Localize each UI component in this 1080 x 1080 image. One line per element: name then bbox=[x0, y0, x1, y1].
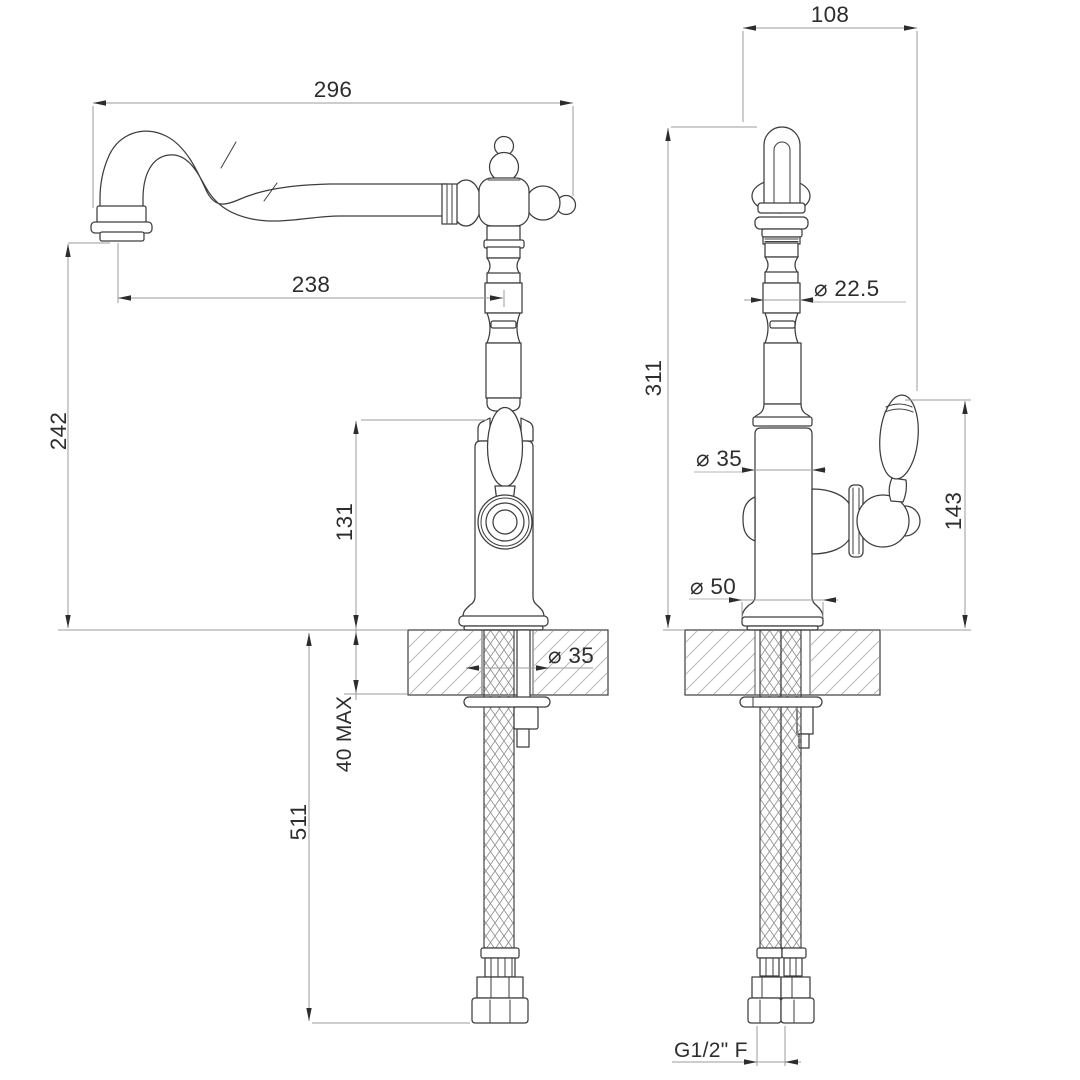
side-body bbox=[741, 427, 824, 631]
spout bbox=[99, 130, 448, 222]
hose-nut-large bbox=[471, 997, 529, 1024]
dim-base-diameter-label: ⌀ 50 bbox=[690, 574, 736, 599]
base-plate bbox=[458, 615, 549, 627]
dim-spout-diameter: ⌀ 22.5 bbox=[744, 276, 906, 303]
dim-overall-height-label: 311 bbox=[641, 360, 666, 397]
dim-deck-hole-diameter: ⌀ 35 bbox=[466, 643, 594, 671]
mounting-nut bbox=[513, 706, 539, 730]
lever-grip bbox=[879, 394, 919, 480]
hose-nut-small bbox=[476, 976, 524, 999]
dim-spout-to-axis: 238 bbox=[117, 243, 505, 307]
side-handle bbox=[811, 394, 921, 558]
front-hose-assembly bbox=[463, 629, 551, 1024]
dim-spout-diameter-label: ⌀ 22.5 bbox=[814, 276, 879, 301]
dimensions: 296 238 242 131 40 MAX bbox=[46, 2, 971, 1066]
side-benchtop bbox=[684, 629, 881, 696]
dim-deck-hole-diameter-label: ⌀ 35 bbox=[548, 643, 594, 668]
dim-body-diameter-label: ⌀ 35 bbox=[696, 446, 742, 471]
front-handle bbox=[477, 406, 533, 550]
side-column bbox=[752, 202, 813, 427]
dim-spout-reach-label: 296 bbox=[314, 77, 352, 102]
dim-spout-to-axis-label: 238 bbox=[292, 272, 330, 297]
dim-connection-thread: G1/2" F bbox=[672, 1026, 801, 1066]
dim-deck-thickness-label: 40 MAX bbox=[333, 696, 356, 773]
side-spout-loop bbox=[751, 126, 811, 214]
dim-spout-reach: 296 bbox=[92, 77, 574, 208]
spout-aerator bbox=[90, 205, 153, 242]
dim-handle-height-label: 131 bbox=[332, 503, 357, 541]
dim-lever-height-label: 143 bbox=[941, 492, 966, 530]
dim-overall-height: 311 bbox=[641, 126, 757, 631]
side-hose-assembly bbox=[739, 629, 823, 1024]
mounting-washer-side bbox=[739, 696, 823, 708]
dim-outlet-height: 242 bbox=[46, 242, 408, 631]
base-plate-side bbox=[741, 616, 824, 627]
front-column bbox=[483, 225, 525, 412]
dim-hose-drop: 511 bbox=[286, 633, 470, 1024]
dim-hose-drop-label: 511 bbox=[286, 804, 311, 841]
dim-connection-thread-label: G1/2" F bbox=[674, 1039, 748, 1062]
mounting-washer bbox=[463, 696, 551, 708]
dim-lever-height: 143 bbox=[880, 399, 971, 631]
dim-top-offset-label: 108 bbox=[811, 2, 849, 27]
dim-top-offset: 108 bbox=[742, 2, 918, 391]
side-view bbox=[684, 126, 921, 1024]
front-view bbox=[90, 130, 609, 1024]
dim-handle-height: 131 bbox=[332, 419, 487, 700]
dim-deck-thickness: 40 MAX bbox=[333, 632, 408, 772]
dim-outlet-height-label: 242 bbox=[46, 412, 71, 450]
spout-finial bbox=[441, 135, 577, 227]
dim-body-diameter: ⌀ 35 bbox=[694, 446, 826, 473]
dim-base-diameter: ⌀ 50 bbox=[689, 574, 838, 618]
